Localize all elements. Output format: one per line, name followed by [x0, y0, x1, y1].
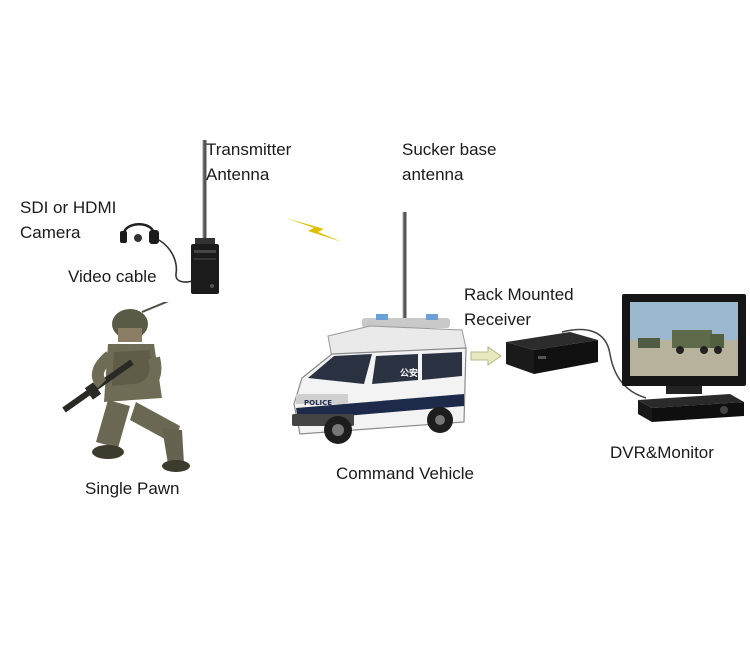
receiver-label: Rack Mounted Receiver — [464, 285, 574, 329]
police-text: POLICE — [304, 399, 332, 407]
video-cable-label: Video cable — [68, 267, 157, 286]
command-vehicle-label: Command Vehicle — [336, 464, 474, 483]
transmitter-unit-icon — [191, 140, 219, 294]
single-pawn-label: Single Pawn — [85, 479, 180, 498]
camera-label: SDI or HDMI Camera — [20, 198, 117, 242]
command-vehicle-icon: POLICE 公安 — [292, 212, 467, 444]
camera-headset-icon — [120, 223, 197, 283]
chinese-marking-text: 公安 — [400, 367, 418, 379]
rack-receiver-icon — [506, 332, 598, 374]
dvr-monitor-label: DVR&Monitor — [610, 443, 714, 462]
transmitter-antenna-label: Transmitter Antenna — [206, 140, 292, 184]
wireless-signal-icon — [286, 218, 342, 242]
dvr-monitor-icon — [622, 294, 746, 422]
soldier-single-pawn-icon — [62, 302, 190, 472]
arrow-right-icon — [470, 346, 502, 366]
receiver-cable — [561, 328, 647, 399]
sucker-base-antenna-label: Sucker base antenna — [402, 140, 497, 184]
